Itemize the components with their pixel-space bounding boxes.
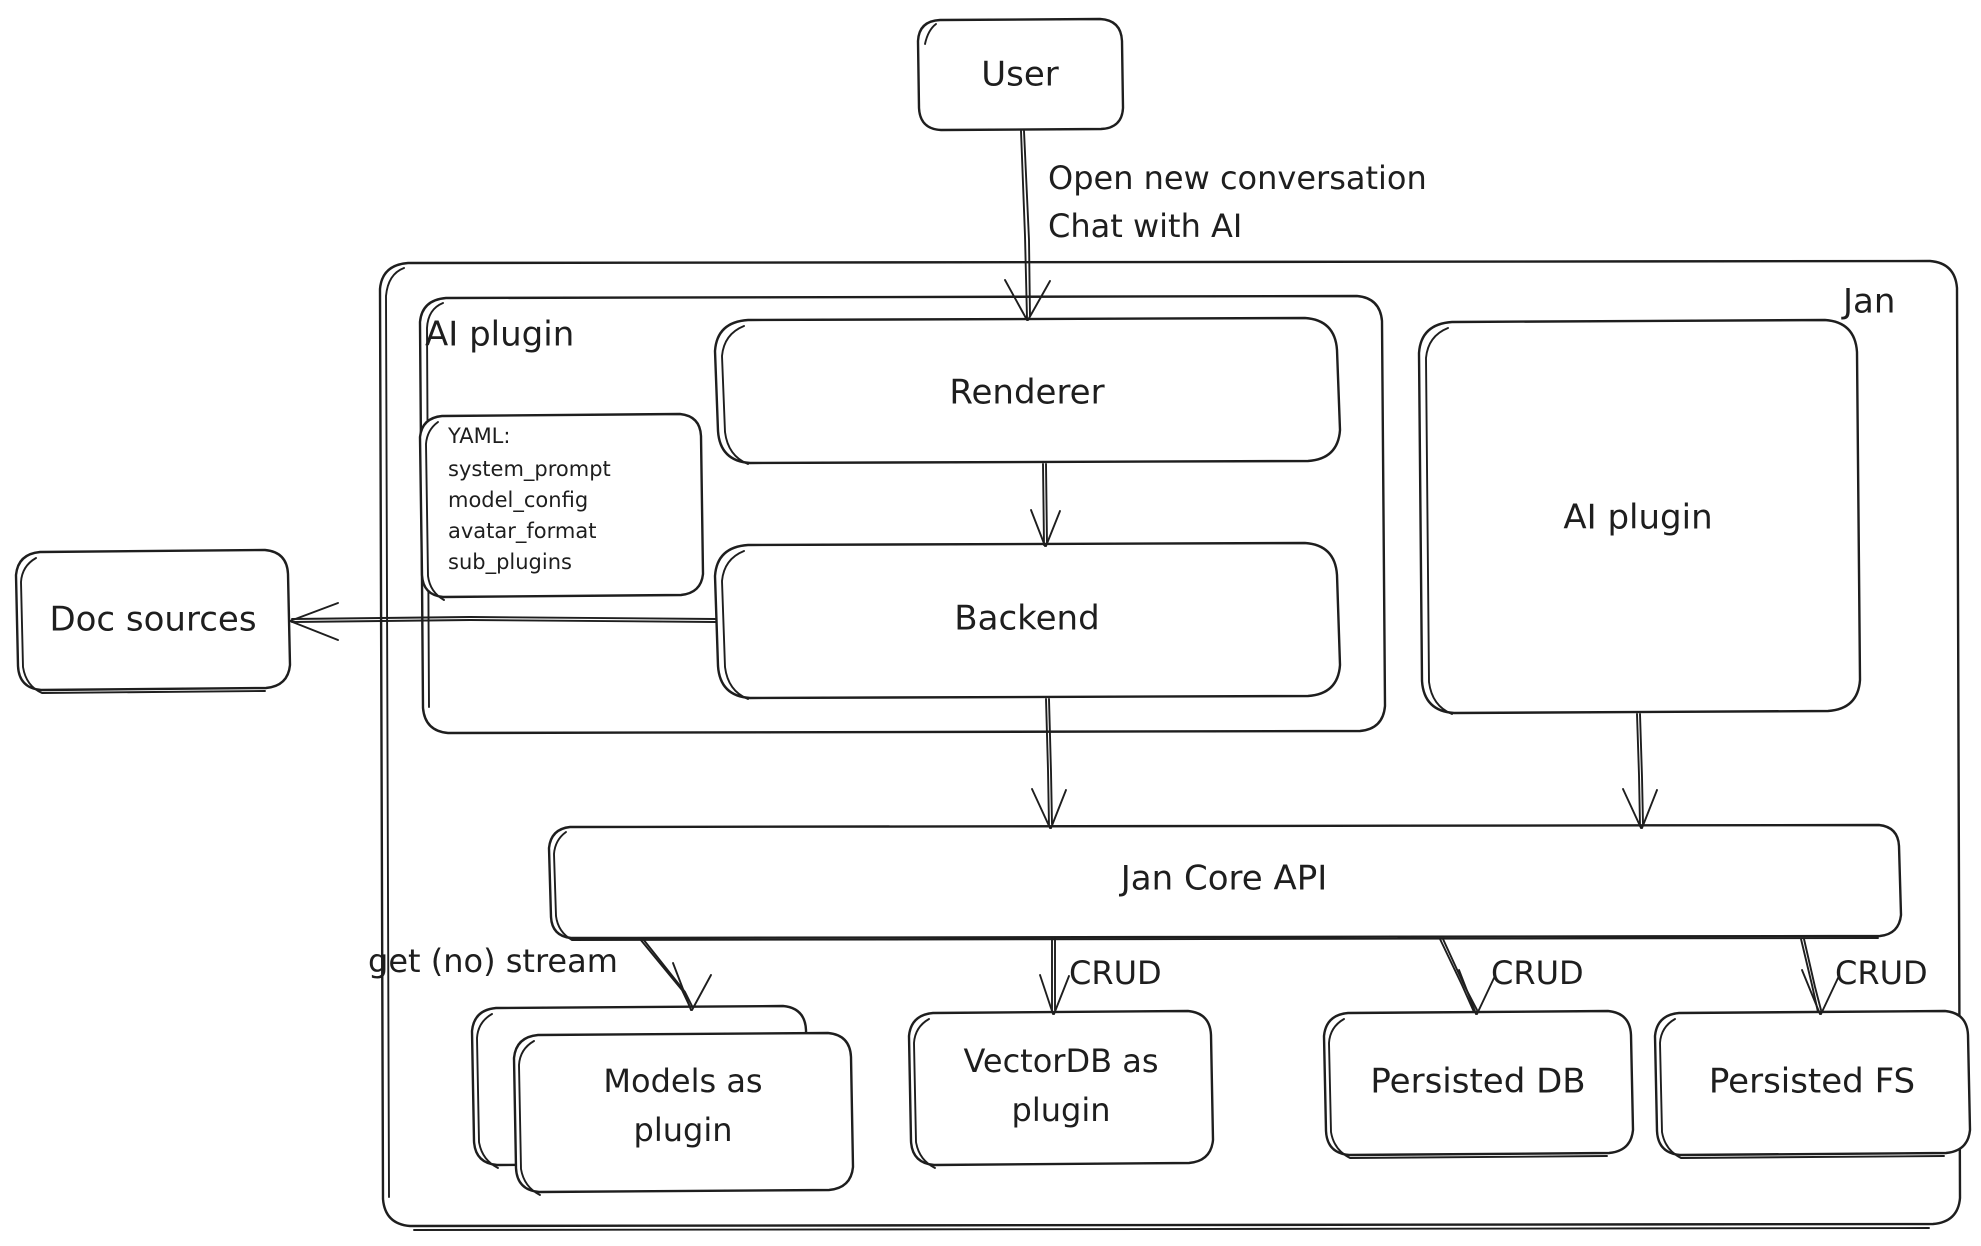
node-models-as-plugin[interactable]: Models as plugin — [470, 1004, 855, 1196]
node-ai-plugin-right-label: AI plugin — [1563, 498, 1712, 538]
edge-core-to-persisted-db: CRUD — [1439, 938, 1584, 1015]
edge-user-label-line2: Chat with AI — [1048, 207, 1242, 245]
node-user[interactable]: User — [916, 17, 1125, 132]
node-persisted-fs[interactable]: Persisted FS — [1653, 1009, 1972, 1159]
edge-user-label-line1: Open new conversation — [1048, 159, 1427, 197]
edge-renderer-to-backend — [1030, 463, 1061, 547]
edge-core-to-persisted-fs: CRUD — [1800, 938, 1928, 1015]
node-renderer-label: Renderer — [949, 373, 1104, 413]
node-doc-sources[interactable]: Doc sources — [14, 548, 292, 694]
edge-core-to-vectordb: CRUD — [1039, 938, 1162, 1015]
edge-backend-to-doc-sources — [289, 602, 717, 641]
group-jan-label: Jan — [1841, 282, 1895, 322]
node-backend-label: Backend — [954, 599, 1099, 639]
edge-backend-to-core — [1031, 698, 1067, 829]
node-persisted-fs-label: Persisted FS — [1709, 1062, 1915, 1102]
node-backend[interactable]: Backend — [713, 541, 1342, 700]
edge-core-to-models: get (no) stream — [368, 938, 712, 1011]
node-jan-core-api-label: Jan Core API — [1119, 859, 1328, 899]
yaml-line-2: model_config — [448, 488, 588, 513]
node-persisted-db-label: Persisted DB — [1370, 1062, 1585, 1102]
node-ai-plugin-right[interactable]: AI plugin — [1417, 318, 1862, 715]
node-models-as-plugin-line1: Models as — [603, 1062, 762, 1100]
node-renderer[interactable]: Renderer — [713, 316, 1342, 465]
node-vectordb-as-plugin-line1: VectorDB as — [963, 1042, 1158, 1080]
node-models-as-plugin-line2: plugin — [634, 1111, 733, 1149]
edge-core-to-persisted-db-label: CRUD — [1491, 954, 1584, 992]
edge-core-to-vectordb-label: CRUD — [1069, 954, 1162, 992]
node-vectordb-as-plugin-line2: plugin — [1012, 1091, 1111, 1129]
node-persisted-db[interactable]: Persisted DB — [1322, 1009, 1635, 1159]
node-jan-core-api[interactable]: Jan Core API — [547, 823, 1903, 941]
yaml-line-3: avatar_format — [448, 519, 596, 544]
node-yaml-note[interactable]: YAML: system_prompt model_config avatar_… — [418, 412, 705, 601]
edge-core-to-persisted-fs-label: CRUD — [1835, 954, 1928, 992]
yaml-line-0: YAML: — [447, 424, 510, 448]
yaml-line-1: system_prompt — [448, 457, 611, 482]
edge-user-to-renderer: Open new conversation Chat with AI — [1004, 130, 1427, 321]
node-user-label: User — [981, 55, 1059, 95]
node-doc-sources-label: Doc sources — [49, 600, 256, 640]
edge-core-to-models-label: get (no) stream — [368, 942, 618, 980]
group-ai-plugin-label: AI plugin — [425, 315, 574, 355]
yaml-line-4: sub_plugins — [448, 550, 572, 575]
edge-ai-plugin-to-core — [1622, 713, 1658, 829]
node-vectordb-as-plugin[interactable]: VectorDB as plugin — [907, 1009, 1215, 1169]
